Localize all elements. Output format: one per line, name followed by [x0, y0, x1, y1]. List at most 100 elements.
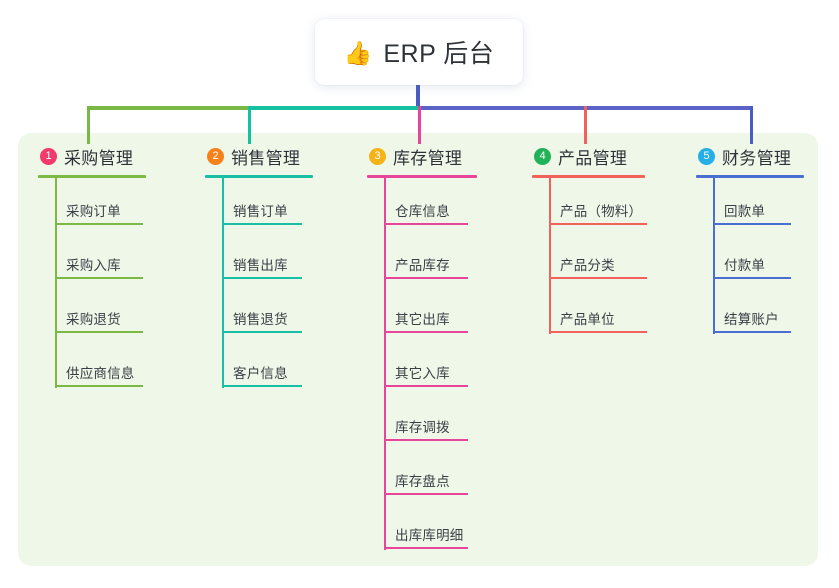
- branch-number-badge: 2: [207, 147, 224, 165]
- branch-item-rule: [222, 385, 302, 387]
- branch-item[interactable]: 付款单: [696, 232, 804, 286]
- branch-sales: 2 销售管理销售订单销售出库销售退货客户信息: [205, 144, 313, 394]
- branch-item[interactable]: 其它出库: [367, 286, 477, 340]
- branch-title: 采购管理: [64, 148, 134, 168]
- branch-item-rule: [55, 277, 143, 279]
- branch-items-sales: 销售订单销售出库销售退货客户信息: [205, 178, 313, 394]
- branch-item-rule: [384, 547, 468, 549]
- branch-item[interactable]: 结算账户: [696, 286, 804, 340]
- branch-item[interactable]: 库存盘点: [367, 448, 477, 502]
- branch-item-rule: [549, 223, 647, 225]
- branch-items-purchasing: 采购订单采购入库采购退货供应商信息: [38, 178, 146, 394]
- branch-item[interactable]: 产品库存: [367, 232, 477, 286]
- branch-header-rule: [367, 175, 477, 178]
- branch-item-label: 库存调拨: [395, 420, 450, 435]
- branch-header-sales[interactable]: 2 销售管理: [205, 144, 313, 168]
- connector-drop-inventory: [418, 106, 421, 144]
- branch-item-label: 结算账户: [724, 312, 779, 327]
- branch-item[interactable]: 采购入库: [38, 232, 146, 286]
- branch-items-inventory: 仓库信息产品库存其它出库其它入库库存调拨库存盘点出库库明细: [367, 178, 477, 556]
- branch-item[interactable]: 产品单位: [532, 286, 647, 340]
- branch-item[interactable]: 回款单: [696, 178, 804, 232]
- branch-title: 产品管理: [558, 148, 628, 168]
- branch-item[interactable]: 仓库信息: [367, 178, 477, 232]
- branch-item-rule: [384, 223, 468, 225]
- branch-number-badge: 3: [369, 147, 386, 165]
- branch-title: 财务管理: [722, 148, 792, 168]
- branch-item-rule: [55, 223, 143, 225]
- connector-drop-finance: [750, 106, 753, 144]
- branch-product: 4 产品管理产品（物料） 产品分类产品单位: [532, 144, 647, 340]
- branch-item[interactable]: 销售退货: [205, 286, 313, 340]
- branch-item[interactable]: 采购订单: [38, 178, 146, 232]
- branch-item-rule: [549, 277, 647, 279]
- branch-item-label: 其它入库: [395, 366, 450, 381]
- branch-item-rule: [55, 331, 143, 333]
- branch-header-product[interactable]: 4 产品管理: [532, 144, 645, 168]
- branch-item-rule: [55, 385, 143, 387]
- branch-item[interactable]: 供应商信息: [38, 340, 146, 394]
- branch-item-label: 仓库信息: [395, 204, 450, 219]
- branch-item-label: 回款单: [724, 204, 766, 219]
- root-node[interactable]: 👍 ERP 后台: [315, 19, 523, 85]
- connector-drop-purchasing: [87, 106, 90, 144]
- branch-item[interactable]: 销售订单: [205, 178, 313, 232]
- branch-spine: [549, 178, 551, 334]
- branch-item-label: 其它出库: [395, 312, 450, 327]
- branch-header-rule: [205, 175, 313, 178]
- branch-finance: 5 财务管理回款单付款单结算账户: [696, 144, 804, 340]
- branch-item-rule: [384, 493, 468, 495]
- branch-item-rule: [713, 223, 791, 225]
- branch-item[interactable]: 产品分类: [532, 232, 647, 286]
- branch-title: 销售管理: [231, 148, 301, 168]
- branch-header-rule: [696, 175, 804, 178]
- branch-item[interactable]: 客户信息: [205, 340, 313, 394]
- branch-item-label: 供应商信息: [66, 366, 135, 381]
- branch-spine: [222, 178, 224, 388]
- branch-item-label: 出库库明细: [395, 528, 464, 543]
- branch-number-badge: 4: [534, 147, 551, 165]
- branch-items-finance: 回款单付款单结算账户: [696, 178, 804, 340]
- branch-item-label: 产品（物料）: [560, 204, 643, 219]
- branch-spine: [713, 178, 715, 334]
- branch-items-product: 产品（物料） 产品分类产品单位: [532, 178, 647, 340]
- branch-item-label: 产品单位: [560, 312, 615, 327]
- branch-item[interactable]: 销售出库: [205, 232, 313, 286]
- connector-drop-product: [584, 106, 587, 144]
- branch-header-finance[interactable]: 5 财务管理: [696, 144, 804, 168]
- branch-item-rule: [713, 331, 791, 333]
- branch-item[interactable]: 产品（物料）: [532, 178, 647, 232]
- branch-header-rule: [532, 175, 645, 178]
- branch-item-rule: [222, 331, 302, 333]
- branch-item-label: 客户信息: [233, 366, 288, 381]
- branch-item-label: 库存盘点: [395, 474, 450, 489]
- branch-item-rule: [549, 331, 647, 333]
- connector-segment-green: [87, 106, 250, 110]
- branch-item[interactable]: 采购退货: [38, 286, 146, 340]
- connector-drop-sales: [248, 106, 251, 144]
- branch-number-badge: 5: [698, 147, 715, 165]
- branch-header-inventory[interactable]: 3 库存管理: [367, 144, 477, 168]
- branch-item-label: 采购退货: [66, 312, 121, 327]
- branch-item[interactable]: 其它入库: [367, 340, 477, 394]
- connector-segment-teal: [248, 106, 420, 110]
- branch-spine: [55, 178, 57, 388]
- branch-item-rule: [384, 385, 468, 387]
- branch-header-purchasing[interactable]: 1 采购管理: [38, 144, 146, 168]
- branch-spine: [384, 178, 386, 550]
- branch-title: 库存管理: [393, 148, 463, 168]
- branch-item-rule: [384, 439, 468, 441]
- root-node-content: 👍 ERP 后台: [344, 34, 495, 70]
- connector-trunk: [416, 85, 420, 110]
- branch-item-label: 销售出库: [233, 258, 288, 273]
- branch-item-rule: [384, 331, 468, 333]
- branch-number-badge: 1: [40, 147, 57, 165]
- branch-item[interactable]: 库存调拨: [367, 394, 477, 448]
- branch-item-rule: [384, 277, 468, 279]
- branch-item-rule: [222, 277, 302, 279]
- branch-item-label: 销售订单: [233, 204, 288, 219]
- branch-item-rule: [222, 223, 302, 225]
- branch-item[interactable]: 出库库明细: [367, 502, 477, 556]
- branch-item-label: 产品分类: [560, 258, 615, 273]
